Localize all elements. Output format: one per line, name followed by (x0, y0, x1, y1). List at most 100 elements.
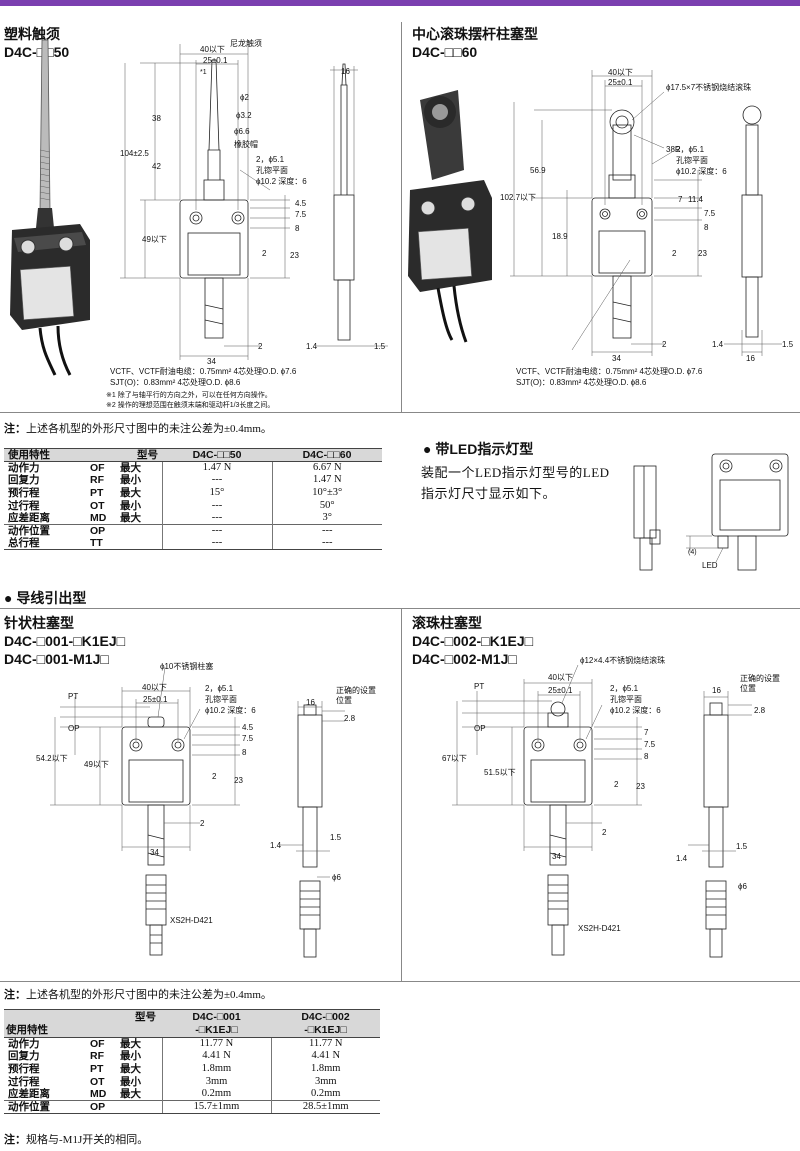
t1-head-use: 使用特性 (4, 448, 84, 462)
d3-hole1: 2，ϕ5.1 (205, 684, 234, 693)
row-value-1: --- (162, 474, 273, 487)
d2-d40: 40以下 (608, 68, 633, 77)
note1: 注：上述各机型的外形尺寸图中的未注公差为±0.4mm。 (4, 423, 272, 435)
row-abbr: OP (90, 1100, 106, 1113)
d2-cable2: SJT(O)：0.83mm² 4芯处理O.D. ϕ8.6 (516, 377, 647, 387)
row-abbr: OF (90, 1038, 105, 1051)
d3-pt: PT (68, 692, 78, 701)
d1-d45: 4.5 (295, 199, 307, 208)
d1-phi2: ϕ2 (240, 93, 249, 102)
divider-h3 (0, 981, 800, 982)
t2-head-col2a: D4C-□002 (301, 1010, 350, 1023)
row-value-2: 3mm (314, 1075, 337, 1087)
d3-d542: 54.2以下 (36, 754, 68, 763)
row-abbr: OF (90, 462, 105, 475)
row-value-1: 1.47 N (162, 461, 273, 475)
d1-d25: 25±0.1 (203, 56, 228, 65)
t2-head-use: 使用特性 (6, 1023, 48, 1036)
d2-d16: 16 (746, 354, 755, 363)
d4-roller: ϕ12×4.4不锈钢烧结滚珠 (580, 655, 665, 665)
d3-d25: 25±0.1 (143, 695, 168, 704)
d1-d2: 2 (262, 249, 267, 258)
led-desc-1: 装配一个LED指示灯型号的LED (421, 465, 610, 480)
drawing-plastic-whisker: 尼龙触须 40以下 25±0.1 *1 ϕ2 ϕ3.2 ϕ6.6 橡胶帽 38 … (10, 38, 388, 409)
lead-title: ● 导线引出型 (4, 590, 87, 606)
row-abbr: OT (90, 499, 105, 512)
row-value-1: 1.8mm (162, 1062, 272, 1076)
d2-hole2: 孔锪平面 (676, 155, 708, 165)
row-abbr: MD (90, 511, 107, 524)
row-value-2: 50° (319, 499, 335, 511)
d1-cap: 橡胶帽 (234, 139, 258, 149)
d4-d14: 1.4 (676, 854, 688, 863)
d4-d23: 23 (636, 782, 645, 791)
row-value-1: --- (162, 537, 273, 551)
d3-d2b: 2 (200, 819, 205, 828)
d1-d15: 1.5 (374, 342, 386, 351)
d3-d8: 8 (242, 748, 247, 757)
d2-d14: 1.4 (712, 340, 724, 349)
d1-d49: 49以下 (142, 235, 167, 244)
product-photo-roller (408, 90, 492, 343)
section4-model2: D4C-□002-M1J□ (412, 651, 517, 667)
d3-hole3: ϕ10.2 深度：6 (205, 705, 256, 715)
section1-model: D4C-□□50 (4, 44, 70, 60)
d4-d28: 2.8 (754, 706, 766, 715)
row-abbr: PT (90, 1062, 104, 1075)
d3-pos1: 正确的设置 (336, 685, 376, 695)
drawing-pin-plunger: ϕ10不锈钢柱塞 40以下 25±0.1 PT OP 2，ϕ5.1 孔锪平面 ϕ… (36, 661, 376, 958)
d1-hole1: 2，ϕ5.1 (256, 155, 285, 164)
t1-head-model: 型号 (84, 448, 162, 462)
d3-d75: 7.5 (242, 734, 254, 743)
led-title: ● 带LED指示灯型 (423, 441, 534, 457)
d1-hole2: 孔锪平面 (256, 165, 288, 175)
d3-d40: 40以下 (142, 683, 167, 692)
d2-d25: 25±0.1 (608, 78, 633, 87)
d4-d16: 16 (712, 686, 721, 695)
row-mm: 最大 (120, 486, 141, 499)
d4-d7: 7 (644, 728, 649, 737)
row-value-2: 1.47 N (312, 474, 342, 486)
section4-model1: D4C-□002-□K1EJ□ (412, 633, 534, 649)
row-mm: 最小 (120, 1050, 141, 1063)
drawing-roller-plunger: ϕ12×4.4不锈钢烧结滚珠 40以下 25±0.1 PT OP 2，ϕ5.1 … (442, 655, 780, 958)
section1-title: 塑料触须 (4, 26, 60, 42)
led-desc-2: 指示灯尺寸显示如下。 (421, 486, 557, 501)
row-name: 回复力 (8, 1050, 40, 1063)
d1-d34: 34 (207, 357, 216, 366)
note2: 注：上述各机型的外形尺寸图中的未注公差为±0.4mm。 (4, 989, 272, 1001)
d3-hole2: 孔锪平面 (205, 694, 237, 704)
d2-d2b: 2 (662, 340, 667, 349)
row-name: 动作力 (8, 462, 40, 475)
row-value-1: --- (162, 499, 273, 512)
row-abbr: OT (90, 1075, 105, 1088)
d1-hole3: ϕ10.2 深度：6 (256, 176, 307, 186)
d4-op: OP (474, 724, 486, 733)
row-value-2: 10°±3° (312, 486, 343, 498)
d4-d515: 51.5以下 (484, 768, 516, 777)
row-mm: 最小 (120, 499, 141, 512)
d2-d114: 11.4 (688, 195, 704, 204)
d4-hole1: 2，ϕ5.1 (610, 684, 639, 693)
d1-star1: *1 (200, 69, 207, 76)
d3-op: OP (68, 724, 80, 733)
top-accent-bar (0, 0, 800, 6)
d4-d40: 40以下 (548, 673, 573, 682)
row-value-2: 1.8mm (311, 1062, 341, 1074)
row-mm: 最大 (120, 1087, 141, 1100)
d1-d8: 8 (295, 224, 300, 233)
d3-plunger: ϕ10不锈钢柱塞 (160, 661, 213, 671)
row-mm: 最大 (120, 1038, 141, 1051)
row-name: 过行程 (8, 499, 40, 512)
d2-d2: 2 (672, 249, 677, 258)
d4-phi6: ϕ6 (738, 882, 747, 891)
